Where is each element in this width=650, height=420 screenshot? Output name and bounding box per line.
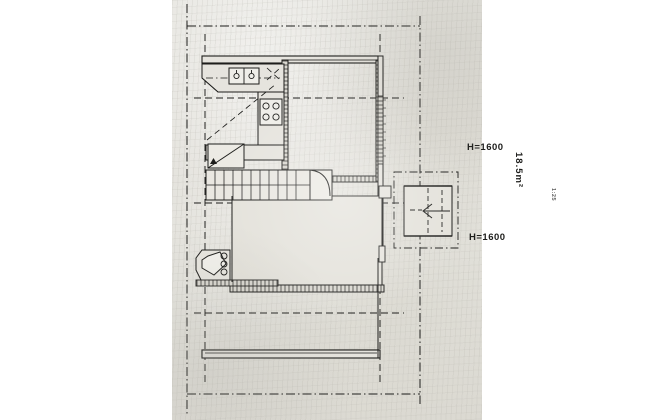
side-scale-note: 1:25 bbox=[550, 188, 556, 202]
ceiling-height-label-upper: H=1600 bbox=[467, 142, 504, 153]
corner-unit bbox=[195, 249, 279, 287]
cooktop-body bbox=[259, 98, 283, 126]
slope-line-b bbox=[266, 67, 281, 81]
cooktop bbox=[259, 98, 283, 126]
corner-basin-3 bbox=[220, 268, 228, 276]
door-swing-upper bbox=[207, 143, 245, 169]
door-swing-lower-arc bbox=[309, 169, 331, 197]
attic-room-walls bbox=[281, 59, 383, 183]
direction-arrow bbox=[422, 203, 450, 219]
lower-room-outline bbox=[231, 195, 383, 293]
lower-room-wall-bottom bbox=[229, 284, 385, 293]
annex-connector bbox=[378, 185, 392, 263]
annex-boundary bbox=[393, 171, 459, 249]
facade-wall-hatched bbox=[377, 95, 384, 165]
facade-return-block bbox=[378, 245, 386, 263]
lower-room bbox=[229, 195, 385, 293]
double-sink bbox=[228, 67, 260, 85]
corner-basin-1 bbox=[220, 252, 228, 260]
burner-1 bbox=[262, 102, 270, 110]
scanned-drawing-sheet: H=1600 H=1600 18.5m² 1:25 bbox=[172, 0, 556, 420]
bottom-wall-outer bbox=[201, 349, 381, 359]
slope-line-c bbox=[266, 67, 281, 81]
burner-4 bbox=[272, 113, 280, 121]
door-swing-lower bbox=[309, 169, 333, 201]
burner-3 bbox=[262, 113, 270, 121]
burner-2 bbox=[272, 102, 280, 110]
exterior-wall-top bbox=[201, 55, 379, 64]
door-swing-lower-box bbox=[309, 169, 333, 201]
facade-edge-ticks bbox=[383, 99, 386, 157]
corner-unit-diagonal bbox=[201, 251, 227, 276]
sink-basin-right bbox=[248, 72, 255, 80]
annex-connector-block bbox=[378, 185, 392, 199]
sink-basin-left bbox=[233, 72, 240, 80]
bottom-structure bbox=[201, 258, 381, 359]
slope-line-a bbox=[206, 83, 277, 141]
staircase bbox=[205, 169, 311, 201]
corner-unit-counter bbox=[195, 279, 279, 287]
corner-basin-2 bbox=[220, 260, 228, 268]
counter-chamfer bbox=[201, 77, 219, 93]
floor-plan-drawing bbox=[186, 4, 459, 416]
right-annex bbox=[393, 171, 459, 249]
ceiling-height-label-lower: H=1600 bbox=[469, 232, 506, 243]
room-inner-outline bbox=[287, 59, 377, 177]
door-marker-upper bbox=[210, 158, 217, 164]
room-area-label: 18.5m² bbox=[513, 152, 524, 189]
roof-slope-lines bbox=[206, 67, 281, 141]
